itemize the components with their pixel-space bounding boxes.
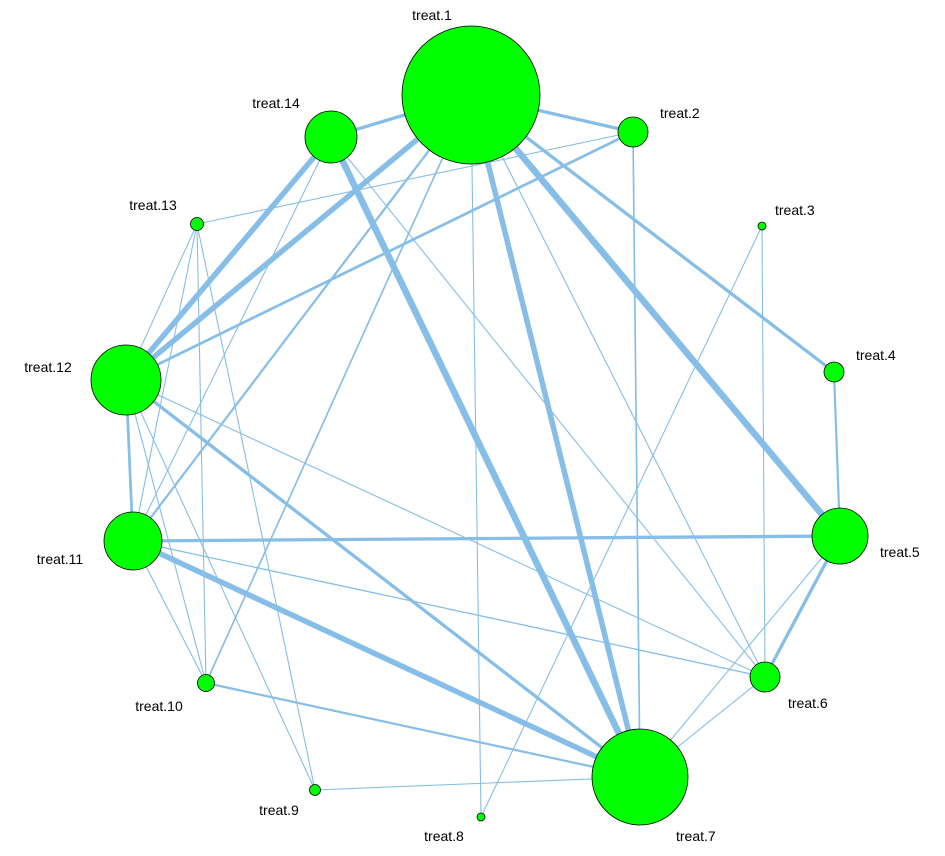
node-t12 [90,344,162,416]
edge-t5-t7 [639,535,841,778]
edge-t7-t9 [314,776,641,791]
nodes-layer [90,25,869,826]
edge-t3-t8 [480,225,763,818]
node-label-t12: treat.12 [24,359,72,375]
node-label-t5: treat.5 [880,544,920,560]
edge-t10-t12 [125,379,207,684]
node-label-t13: treat.13 [129,197,177,213]
edges-layer [123,92,843,818]
node-label-t6: treat.6 [788,695,828,711]
edge-t7-t14 [328,135,643,779]
node-t5 [811,507,869,565]
node-t14 [304,110,358,164]
edge-t7-t12 [124,378,642,779]
edge-t7-t11 [131,538,642,780]
node-label-t4: treat.4 [856,347,896,363]
edge-t1-t10 [205,94,472,684]
edge-t5-t11 [132,534,841,543]
node-t7 [591,728,689,826]
edge-t9-t13 [196,223,316,791]
node-t8 [476,812,486,822]
edge-t1-t7 [468,94,643,778]
node-t3 [757,221,767,231]
node-label-t8: treat.8 [424,828,464,844]
edge-t1-t4 [469,93,836,374]
edge-t11-t13 [132,223,198,542]
node-t13 [190,217,204,231]
edge-t1-t11 [132,94,472,542]
node-t6 [749,661,781,693]
edge-t11-t14 [132,136,332,542]
edge-t6-t11 [132,540,766,678]
node-label-t7: treat.7 [676,828,716,844]
node-t4 [823,361,845,383]
edge-t2-t7 [632,131,641,778]
edge-t1-t12 [124,92,473,383]
node-label-t9: treat.9 [259,802,299,818]
node-label-t11: treat.11 [37,551,84,567]
node-t9 [309,784,321,796]
edge-t1-t6 [470,94,766,678]
edge-t2-t12 [125,130,634,382]
labels-layer: treat.1 treat.2 treat.3 treat.4 treat.5 treat… [24,7,920,844]
node-label-t1: treat.1 [412,7,452,23]
edge-t3-t6 [761,225,766,678]
node-label-t10: treat.10 [135,698,183,714]
node-label-t2: treat.2 [660,105,700,121]
edge-t1-t8 [470,94,482,818]
edge-t7-t10 [205,681,641,779]
edge-t12-t14 [123,135,334,382]
node-t1 [401,25,541,165]
edge-t1-t5 [468,92,843,539]
edge-t9-t12 [125,379,316,791]
edge-t10-t13 [196,223,207,684]
node-t11 [103,511,163,571]
node-label-t14: treat.14 [252,95,300,111]
node-t2 [617,116,649,148]
edge-t6-t12 [125,379,766,678]
node-label-t3: treat.3 [775,202,815,218]
node-t10 [197,674,215,692]
